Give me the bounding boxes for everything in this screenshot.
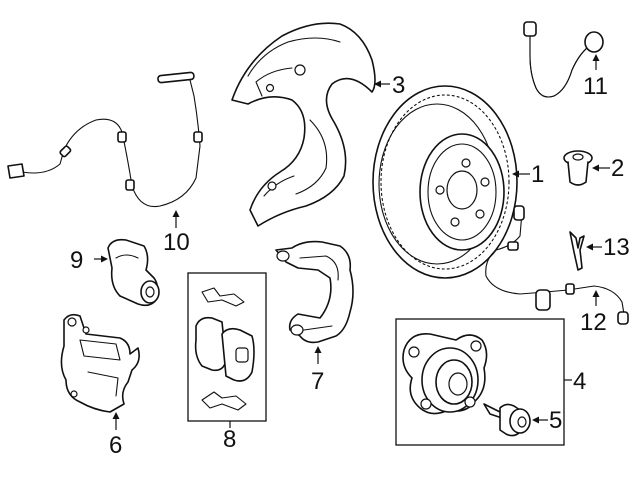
callout-5: 5	[549, 407, 562, 434]
caliper-motor	[107, 238, 160, 307]
rear-wear-sensor	[485, 205, 629, 325]
callout-1: 1	[531, 161, 544, 188]
callout-3: 3	[392, 72, 405, 99]
hub-assembly-box	[395, 318, 565, 446]
callout-6: 6	[109, 432, 122, 459]
callout-13: 13	[603, 234, 630, 261]
wheel-hub-bearing	[402, 333, 488, 415]
callout-labels: 1 2 3 4 5 6 7 8 9 10 11 12 13	[70, 72, 630, 459]
caliper-bracket	[275, 240, 354, 344]
callout-8: 8	[223, 426, 236, 453]
callout-10: 10	[163, 229, 190, 256]
brake-pads	[194, 287, 255, 411]
callout-2: 2	[611, 155, 624, 182]
caliper-housing	[60, 313, 140, 413]
pad-set-box	[187, 272, 267, 422]
wear-sensor-cable	[7, 71, 203, 208]
front-wear-sensor	[523, 21, 604, 98]
callout-12: 12	[580, 309, 607, 336]
leader-lines	[94, 54, 610, 430]
callout-9: 9	[70, 247, 83, 274]
callout-11: 11	[583, 73, 608, 100]
wheel-cap	[563, 150, 593, 186]
brake-rotor	[372, 85, 518, 279]
hub-bolt	[483, 403, 531, 437]
dust-shield	[231, 22, 376, 227]
callout-4: 4	[573, 368, 586, 395]
callout-7: 7	[311, 368, 324, 395]
retaining-clip	[569, 231, 585, 271]
